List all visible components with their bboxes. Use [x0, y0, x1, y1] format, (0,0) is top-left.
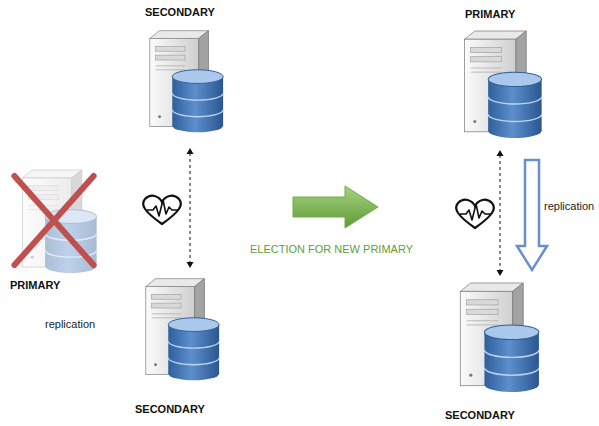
server-graphic	[460, 283, 539, 392]
server-node: SECONDARY	[128, 272, 228, 422]
heartbeat-symbol	[456, 200, 494, 228]
failure-cross	[14, 176, 93, 265]
transition-arrow	[293, 186, 378, 228]
heartbeat-link	[187, 148, 194, 268]
node-label: SECONDARY	[135, 403, 205, 415]
server-icon	[7, 170, 107, 274]
dashed-line	[500, 155, 501, 271]
heartbeat-link	[497, 150, 504, 276]
dashed-line	[190, 153, 191, 263]
node-label: SECONDARY	[445, 409, 515, 421]
free-label: ELECTION FOR NEW PRIMARY	[250, 243, 413, 255]
server-graphic	[465, 31, 542, 138]
server-icon	[448, 283, 546, 393]
node-label: SECONDARY	[145, 6, 215, 18]
server-node: SECONDARY	[135, 3, 230, 140]
arrow-head	[497, 270, 504, 276]
free-label: replication	[45, 318, 95, 330]
arrow-head	[187, 148, 194, 154]
server-graphic	[150, 31, 223, 133]
server-node: SECONDARY	[438, 280, 553, 424]
server-node: PRIMARY	[5, 168, 110, 296]
server-icon	[453, 31, 548, 139]
arrow-head	[187, 262, 194, 268]
hollow-arrow	[517, 160, 547, 270]
server-icon	[136, 274, 224, 386]
failure-cross	[14, 176, 93, 265]
node-label: PRIMARY	[10, 279, 60, 291]
server-node: PRIMARY	[445, 3, 555, 142]
server-icon	[140, 27, 228, 137]
edge-label: replication	[544, 200, 594, 212]
node-label: PRIMARY	[465, 8, 515, 20]
arrow-head	[497, 150, 504, 156]
heartbeat-symbol	[143, 196, 181, 224]
replication-arrow	[517, 160, 547, 270]
server-graphic	[146, 279, 219, 381]
